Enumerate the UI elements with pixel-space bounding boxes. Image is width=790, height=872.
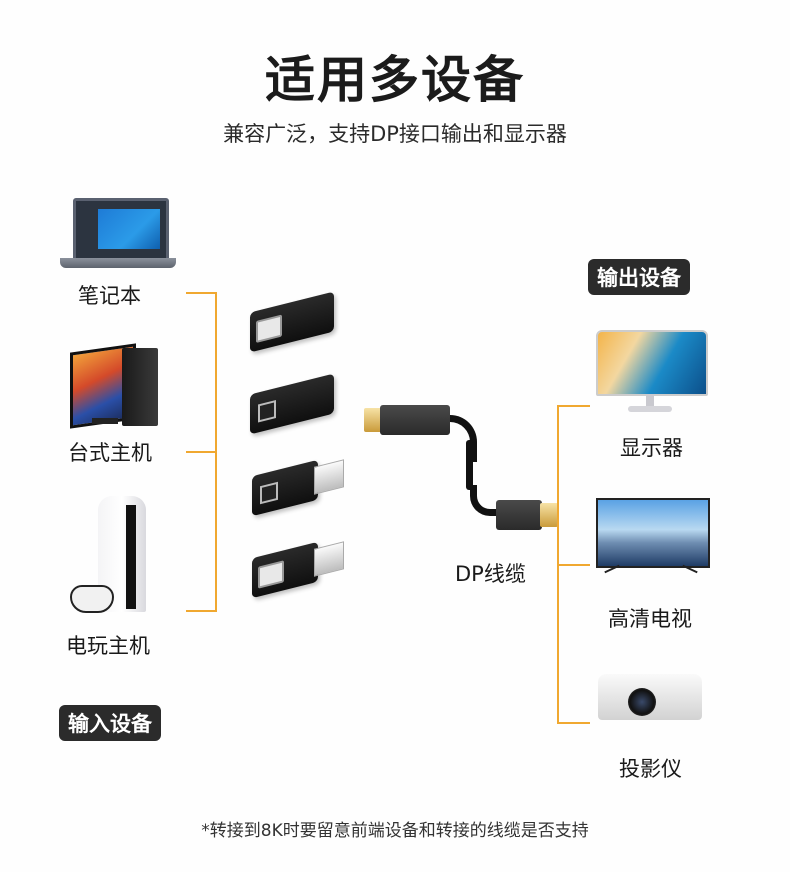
dp-plug-housing <box>380 405 450 435</box>
input-label-laptop: 笔记本 <box>78 284 141 308</box>
cable-segment <box>450 415 477 462</box>
minidp-adapter-icon <box>250 373 334 435</box>
dp-plug-housing <box>496 500 542 530</box>
monitor-stand <box>646 394 654 406</box>
desktop-tower-icon <box>122 348 158 426</box>
laptop-icon <box>73 198 169 262</box>
connector-line <box>557 564 590 566</box>
input-label-desktop: 台式主机 <box>68 441 152 465</box>
game-console-core <box>126 505 136 609</box>
gamepad-icon <box>70 585 114 613</box>
output-label-projector: 投影仪 <box>619 757 682 781</box>
monitor-icon <box>596 330 708 396</box>
connector-line-vertical <box>215 292 217 612</box>
projector-lens <box>628 688 656 716</box>
connector-line <box>186 292 217 294</box>
laptop-base <box>60 258 176 268</box>
desktop-stand <box>92 418 118 424</box>
connector-line <box>557 405 590 407</box>
connector-line <box>557 722 590 724</box>
output-devices-badge: 输出设备 <box>588 259 690 295</box>
input-label-console: 电玩主机 <box>66 634 150 658</box>
dp-extender-icon <box>252 541 344 599</box>
output-label-tv: 高清电视 <box>608 607 692 631</box>
cable-segment <box>466 440 473 490</box>
input-devices-badge: 输入设备 <box>59 705 161 741</box>
footnote: *转接到8K时要留意前端设备和转接的线缆是否支持 <box>201 821 589 841</box>
cable-segment <box>470 485 507 516</box>
cable-label: DP线缆 <box>455 562 526 586</box>
output-label-monitor: 显示器 <box>620 436 683 460</box>
monitor-base <box>628 406 672 412</box>
page-title: 适用多设备 <box>265 51 525 109</box>
tv-icon <box>596 498 710 568</box>
dp-adapter-icon <box>250 291 334 353</box>
connector-line <box>186 610 217 612</box>
connector-line <box>186 451 217 453</box>
dp-plug-tip <box>364 408 382 432</box>
dp-plug-tip <box>540 503 558 527</box>
minidp-to-dp-adapter-icon <box>252 459 344 517</box>
page-subtitle: 兼容广泛，支持DP接口输出和显示器 <box>223 122 567 146</box>
